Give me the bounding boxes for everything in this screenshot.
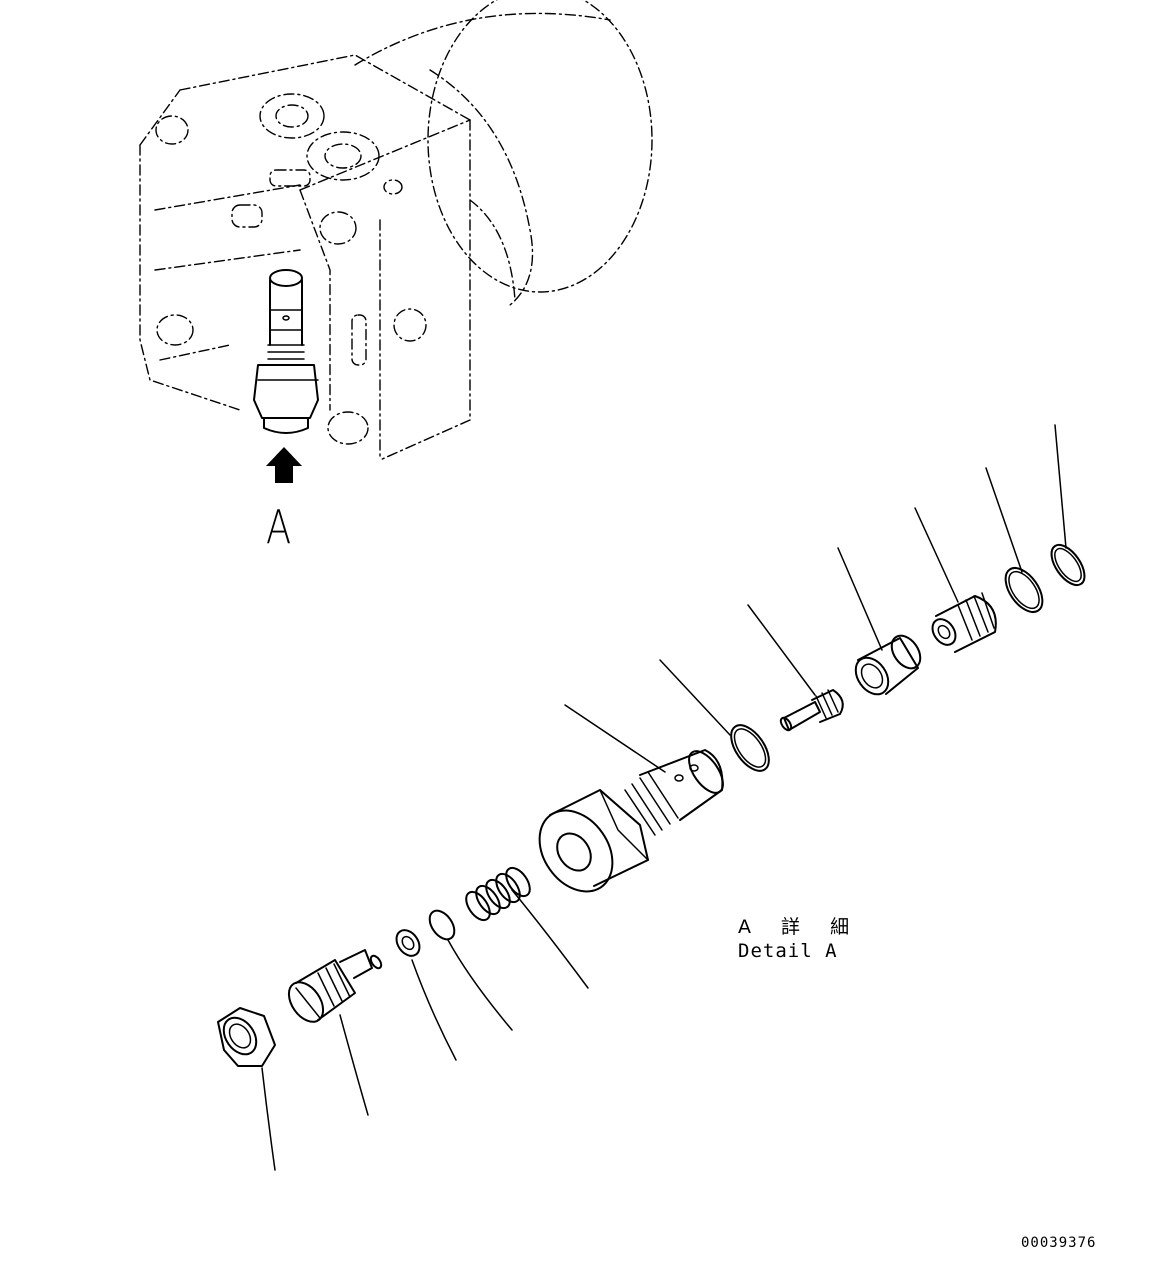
part-adjusting-screw	[287, 949, 383, 1023]
installed-valve-cartridge	[253, 269, 319, 434]
part-lock-nut	[217, 1007, 276, 1067]
part-plug	[931, 592, 997, 653]
detail-caption-english: Detail A	[738, 940, 838, 962]
detail-caption-japanese: A 詳 細	[738, 916, 862, 938]
part-poppet	[779, 689, 844, 732]
part-o-ring-2	[1004, 567, 1044, 613]
view-marker-letter: A	[266, 500, 292, 554]
motor-housing-outline	[139, 0, 653, 461]
part-washer	[395, 929, 421, 957]
up-arrow-icon	[266, 447, 302, 483]
drawing-number: 00039376	[1021, 1235, 1097, 1251]
part-disc	[428, 909, 456, 941]
leader-lines	[261, 424, 1067, 1171]
part-sleeve	[854, 634, 922, 696]
part-valve-body	[538, 749, 724, 893]
part-o-ring-3	[1050, 543, 1086, 587]
part-spring	[465, 866, 531, 922]
part-o-ring-1	[730, 724, 770, 772]
